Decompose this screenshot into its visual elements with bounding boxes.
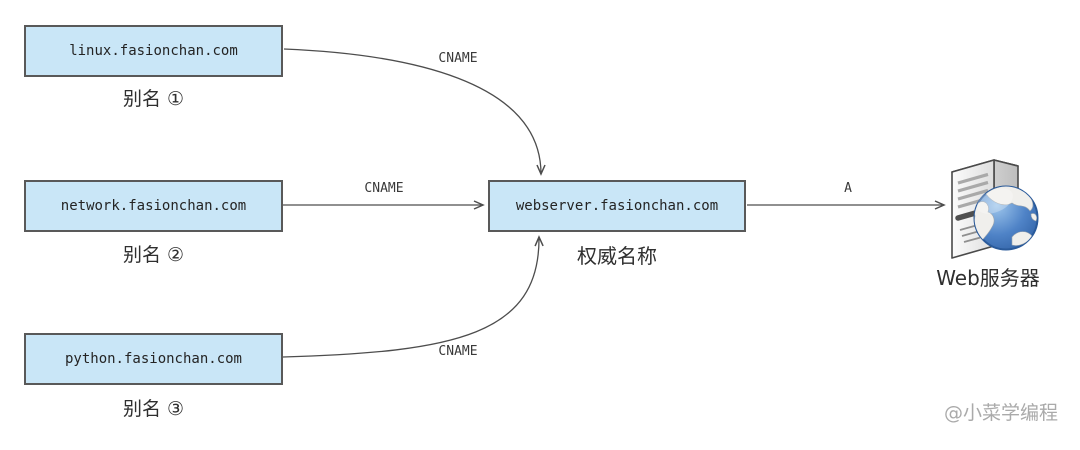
- globe-icon: [973, 185, 1039, 251]
- edge-label-cname-1: CNAME: [438, 51, 478, 66]
- server-slots: [957, 172, 989, 209]
- node-canonical-webserver: webserver.fasionchan.com: [488, 180, 746, 232]
- node-alias-linux: linux.fasionchan.com: [24, 25, 283, 77]
- caption-web-server: Web服务器: [936, 266, 1040, 290]
- edge-label-cname-3: CNAME: [438, 344, 478, 359]
- edge-label-cname-2: CNAME: [364, 181, 404, 196]
- caption-alias-3: 别名 ③: [122, 398, 185, 420]
- caption-alias-2: 别名 ②: [122, 244, 185, 266]
- web-server-icon: [951, 159, 1039, 259]
- edge-cname-linux: [283, 48, 546, 176]
- node-alias-python: python.fasionchan.com: [24, 333, 283, 385]
- watermark: @小菜学编程: [943, 402, 1058, 424]
- node-alias-network: network.fasionchan.com: [24, 180, 283, 232]
- edge-cname-python: [282, 235, 544, 358]
- caption-canonical: 权威名称: [577, 244, 657, 268]
- caption-alias-1: 别名 ①: [122, 88, 185, 110]
- edge-label-a-record: A: [844, 181, 852, 196]
